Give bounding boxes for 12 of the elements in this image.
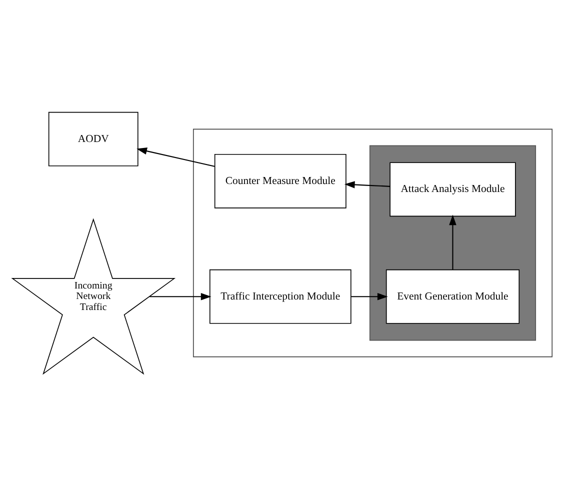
arrow [136, 147, 215, 167]
node-box: Attack Analysis Module [390, 162, 516, 217]
cluster [369, 145, 536, 341]
arrow [344, 181, 390, 188]
arrow [449, 214, 456, 270]
node-box: Traffic Interception Module [209, 269, 352, 324]
cluster [192, 128, 553, 358]
arrow [351, 292, 388, 300]
node-box: Event Generation Module [386, 269, 520, 324]
node-box: AODV [48, 112, 138, 166]
node-box: Counter Measure Module [214, 154, 346, 208]
arrow [150, 292, 212, 300]
